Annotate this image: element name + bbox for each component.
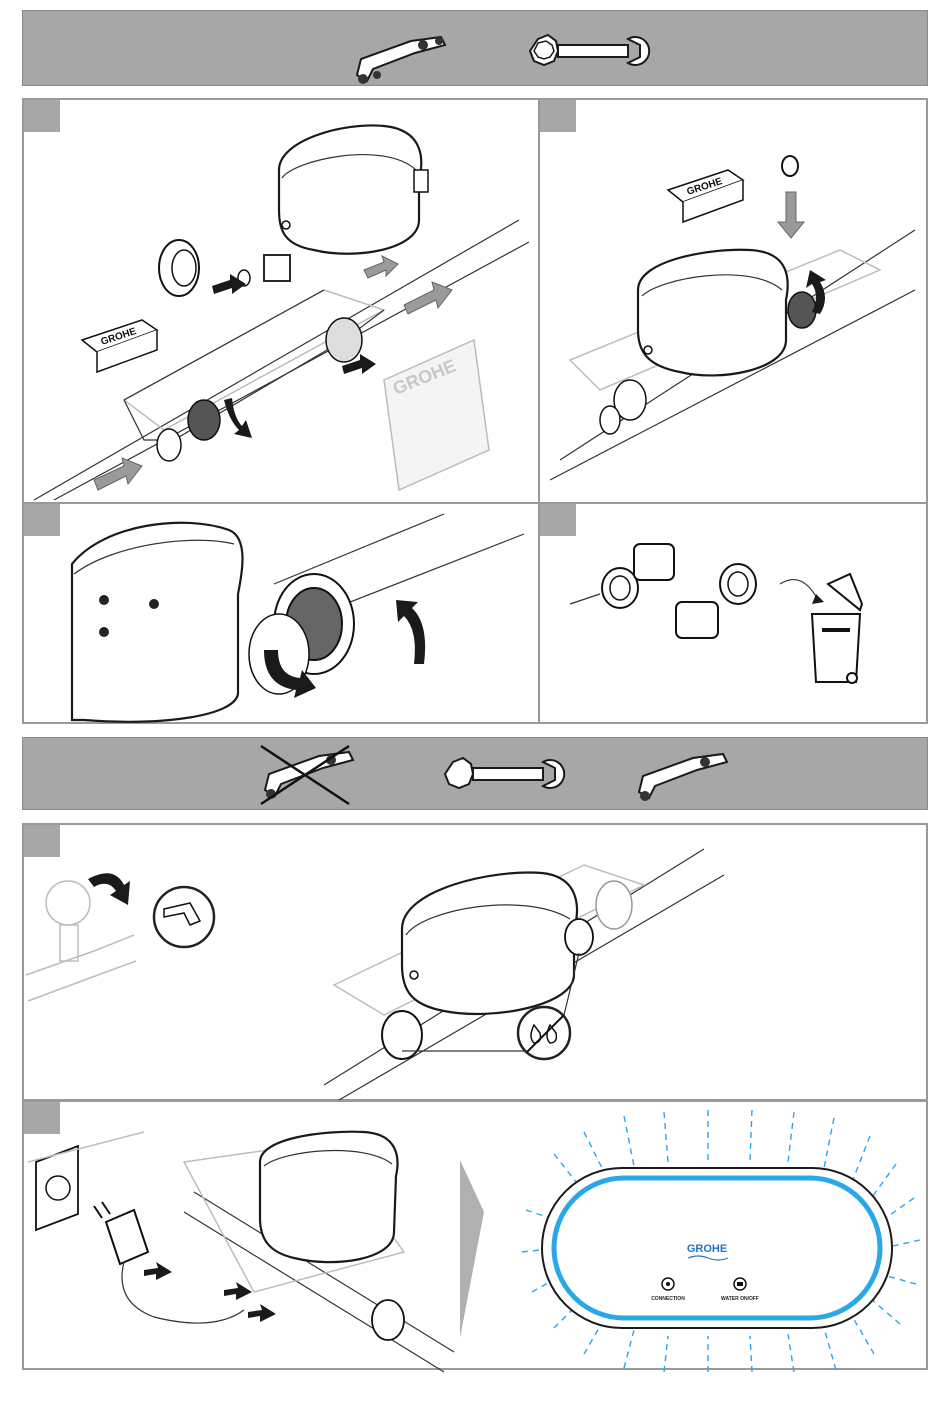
open-faucet-icon xyxy=(154,887,214,947)
step-panel-4 xyxy=(538,502,928,724)
step-1-illustration: GROHE GROHE xyxy=(24,100,542,506)
no-leak-icon xyxy=(518,1007,570,1059)
step-panel-2: GROHE xyxy=(538,98,928,504)
water-controller-device xyxy=(638,250,788,376)
grohe-gasket-box: GROHE xyxy=(668,170,743,222)
water-controller-device xyxy=(264,125,428,281)
step-5-illustration xyxy=(24,825,930,1103)
step-2-illustration: GROHE xyxy=(540,100,930,506)
wifi-icon xyxy=(666,1282,670,1286)
grohe-gasket-box: GROHE xyxy=(82,320,157,372)
step-panel-3 xyxy=(22,502,540,724)
water-on-off-label: WATER ON/OFF xyxy=(721,1296,759,1302)
mounting-bracket-icon xyxy=(357,37,445,84)
step-6-illustration: GROHE CONNECTION WATER ON/OFF xyxy=(24,1102,930,1372)
trash-bin-icon xyxy=(812,574,862,683)
mounting-bracket-icon xyxy=(639,754,727,801)
connection-label: CONNECTION xyxy=(651,1296,685,1302)
tools-band-bottom xyxy=(22,737,928,810)
device-top-face: GROHE CONNECTION WATER ON/OFF xyxy=(522,1110,920,1372)
valve-icon xyxy=(737,1282,743,1286)
wrench-icon xyxy=(445,758,564,788)
step-panel-5 xyxy=(22,823,928,1101)
step-panel-6: GROHE CONNECTION WATER ON/OFF xyxy=(22,1100,928,1370)
grohe-bag: GROHE xyxy=(384,340,489,490)
band-bottom-art xyxy=(23,738,929,811)
water-controller-device xyxy=(260,1132,397,1262)
power-adapter-icon xyxy=(94,1202,244,1323)
wrench-icon xyxy=(530,35,649,65)
tools-band-top xyxy=(22,10,928,86)
step-panel-1: GROHE GROHE xyxy=(22,98,540,504)
grohe-logo: GROHE xyxy=(687,1243,727,1255)
water-controller-device xyxy=(402,872,577,1013)
step-4-illustration xyxy=(540,504,930,726)
mounting-bracket-crossed-icon xyxy=(261,746,353,804)
step-3-illustration xyxy=(24,504,542,726)
band-top-art xyxy=(23,11,929,87)
